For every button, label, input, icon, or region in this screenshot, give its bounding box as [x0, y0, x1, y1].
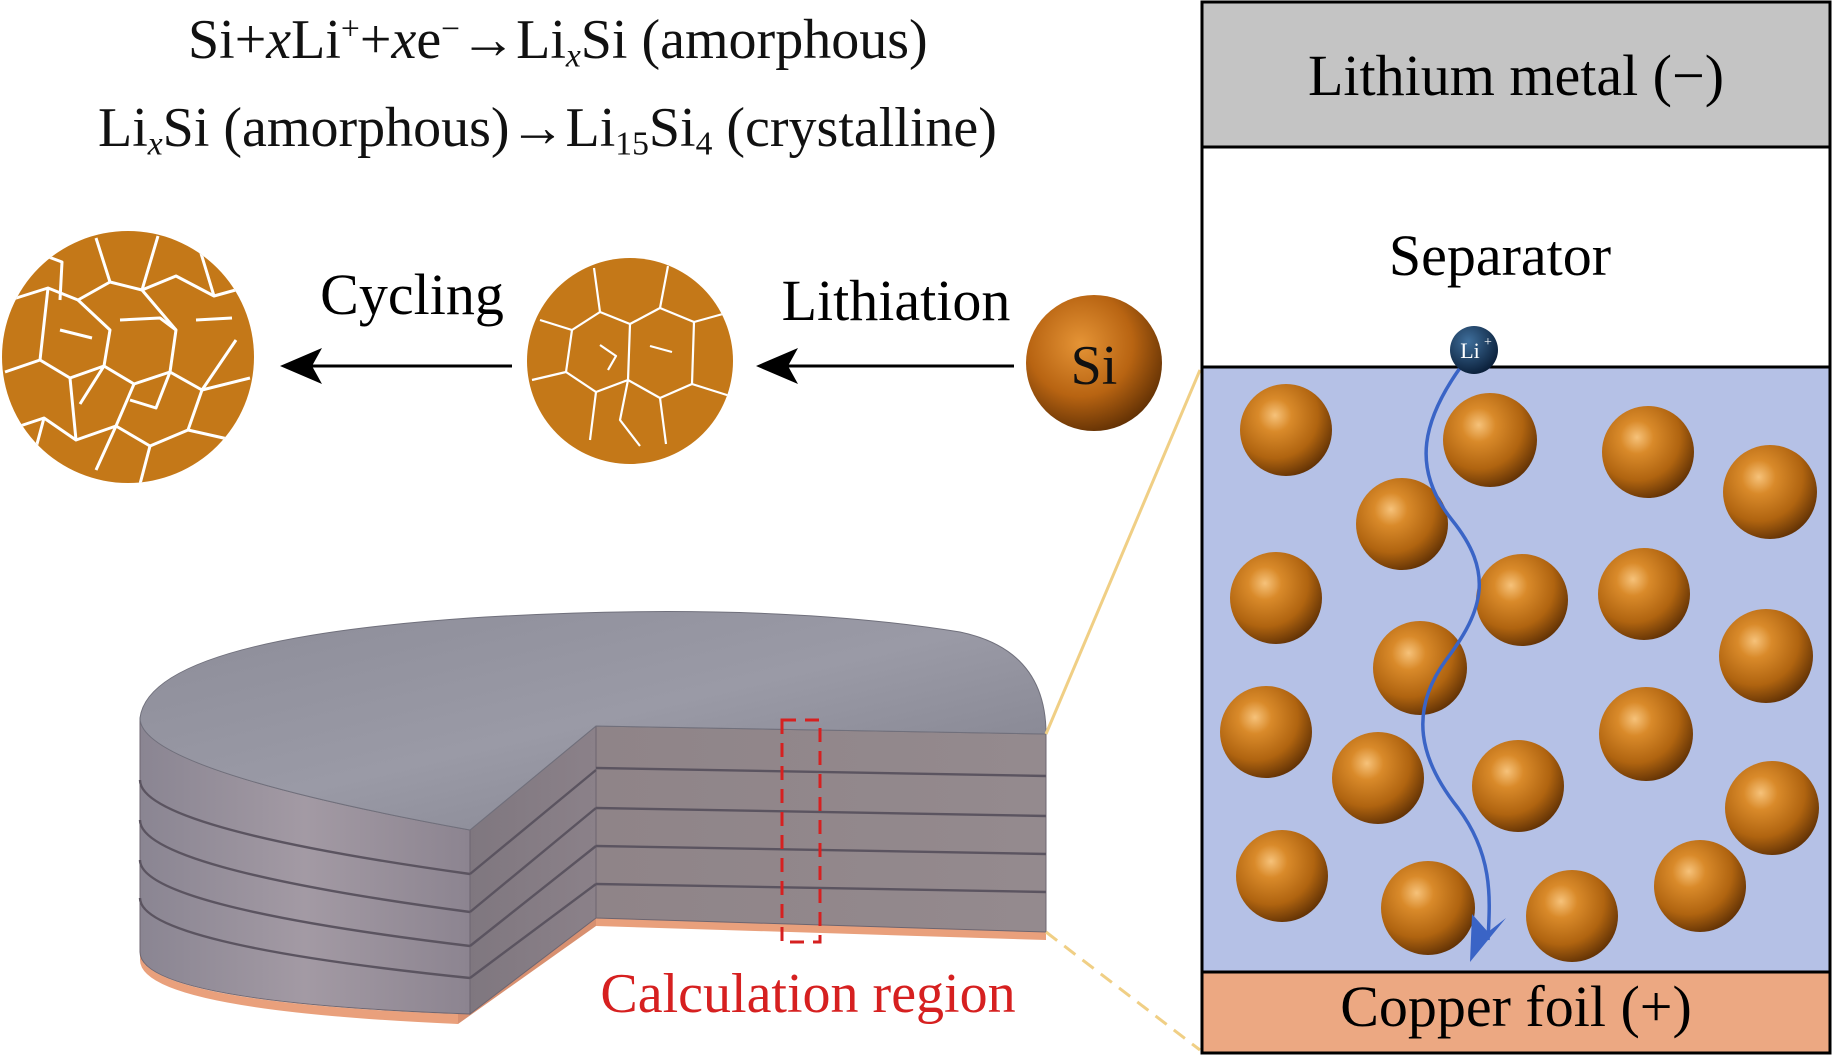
lithium-metal-label: Lithium metal (−): [1308, 43, 1724, 108]
lithiation-label: Lithiation: [782, 268, 1011, 333]
si-particle-sphere: [1654, 840, 1746, 932]
cycling-label: Cycling: [320, 262, 504, 327]
si-particle-sphere: [1332, 732, 1424, 824]
si-particle-sphere: [1725, 761, 1819, 855]
si-particle-sphere: [1356, 478, 1448, 570]
copper-foil-layer: [1200, 970, 1832, 1055]
electrode-particles: [1220, 384, 1819, 962]
separator-layer: [1200, 145, 1832, 369]
li-ion-path: [1421, 350, 1506, 962]
si-particle-sphere: [1723, 445, 1817, 539]
si-particle: Si: [1026, 295, 1162, 431]
si-particle-sphere: [1472, 740, 1564, 832]
calculation-region-label: Calculation region: [600, 963, 1015, 1025]
li-ion: Li +: [1450, 326, 1498, 374]
reaction-equation-crystallization: LixSi (amorphous)→Li15Si4 (crystalline): [98, 97, 997, 163]
si-particle-sphere: [1599, 687, 1693, 781]
calculation-region-box: [780, 718, 822, 944]
lithium-metal-layer: [1200, 0, 1832, 149]
zoom-guide-line-top: [1044, 369, 1202, 735]
si-particle-sphere: [1476, 554, 1568, 646]
lithiated-particle: [527, 258, 733, 464]
si-particle-sphere: [1230, 552, 1322, 644]
reaction-equation-lithiation: Si+xLi++xe−→LixSi (amorphous): [188, 9, 928, 75]
li-ion-label: Li: [1460, 338, 1480, 363]
si-particle-sphere: [1598, 548, 1690, 640]
fractured-particle: [2, 231, 254, 483]
si-particle-label: Si: [1071, 335, 1118, 397]
si-particle-sphere: [1719, 609, 1813, 703]
zoom-guide-line-bottom: [1045, 930, 1201, 1052]
li-ion-charge: +: [1484, 335, 1492, 350]
si-particle-sphere: [1526, 870, 1618, 962]
si-particle-sphere: [1373, 621, 1467, 715]
copper-foil-label: Copper foil (+): [1340, 974, 1692, 1039]
si-particle-sphere: [1220, 686, 1312, 778]
si-particle-sphere: [1443, 393, 1537, 487]
si-particle-sphere: [1236, 830, 1328, 922]
cycling-arrow: [280, 348, 512, 384]
si-particle-sphere: [1381, 861, 1475, 955]
lithiation-arrow: [756, 348, 1014, 384]
cell-schematic: Lithium metal (−) Separator Copper foil …: [1200, 0, 1832, 1055]
si-particle-sphere: [1602, 406, 1694, 498]
si-particle-sphere: [1240, 384, 1332, 476]
separator-label: Separator: [1389, 223, 1611, 288]
